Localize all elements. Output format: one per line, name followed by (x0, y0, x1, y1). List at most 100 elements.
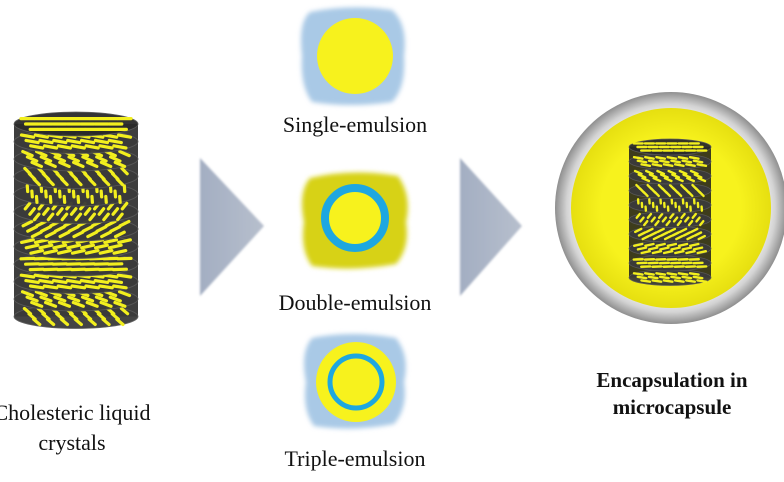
right-stack-lc-molecule (676, 219, 683, 227)
left-stack-lc-molecule (104, 290, 118, 298)
double-emulsion-illustration (302, 172, 408, 269)
left-stack-lc-molecule (85, 300, 99, 308)
left-stack-lc-molecule (70, 284, 87, 290)
left-stack-lc-molecule (106, 201, 115, 211)
left-stack-lc-molecule (84, 249, 100, 255)
left-stack-lc-molecule (32, 177, 41, 187)
left-stack-lc-molecule (46, 177, 55, 187)
left-stack-lc-molecule (42, 207, 50, 216)
left-stack-lc-molecule (33, 238, 49, 244)
left-stack-lc-molecule (104, 219, 117, 228)
left-stack-lc-molecule (101, 177, 111, 187)
left-stack-lc-molecule (30, 300, 44, 308)
right-stack-lc-molecule (648, 173, 658, 179)
left-stack-lc-molecule (44, 160, 57, 169)
left-stack-lc-molecule (40, 225, 52, 233)
right-stack-lc-molecule (663, 176, 673, 183)
right-stack-lc-molecule (662, 279, 674, 283)
left-stack-lc-molecule (108, 295, 122, 303)
right-stack-lc-molecule (674, 250, 685, 255)
right-stack-lc-molecule (674, 176, 684, 183)
right-stack-lc-molecule (646, 212, 653, 220)
right-stack-lc-molecule (636, 159, 648, 164)
left-stack-lc-molecule (119, 306, 130, 316)
left-stack-lc-molecule (52, 243, 68, 250)
single-emulsion-label: Single-emulsion (282, 112, 428, 137)
left-stack-lc-molecule (65, 278, 82, 285)
left-stack-lc-molecule (38, 138, 54, 145)
left-stack-lc-molecule (52, 278, 68, 285)
right-stack-lc-molecule (655, 155, 667, 160)
left-stack-lc-molecule (102, 273, 119, 279)
left-stack-lc-molecule (69, 207, 78, 216)
encapsulation-caption-line2: microcapsule (612, 395, 732, 419)
left-stack-lc-molecule (53, 295, 67, 303)
right-stack-lc-molecule (682, 173, 692, 179)
left-stack-lc-molecule (107, 243, 123, 250)
right-stack-lc-molecule (645, 227, 654, 234)
left-stack-lc-molecule (25, 155, 39, 163)
right-stack-lc-molecule (653, 191, 660, 198)
right-stack-lc-molecule (658, 275, 670, 280)
right-stack-lc-molecule (657, 212, 664, 220)
left-stack-lc-molecule (79, 138, 96, 145)
encapsulation-caption-line1: Encapsulation in (596, 368, 748, 392)
left-stack-lc-molecule (44, 230, 57, 239)
right-stack-lc-molecule (659, 246, 670, 251)
left-stack-lc-molecule (70, 249, 86, 255)
left-stack-lc-molecule (67, 155, 80, 163)
left-stack-lc-molecule (24, 138, 40, 145)
triple-emulsion-label: Triple-emulsion (284, 446, 426, 471)
left-stack-lc-molecule (113, 300, 127, 308)
left-stack-lc-molecule (24, 243, 40, 250)
right-stack-lc-molecule (669, 212, 675, 220)
left-stack-lc-molecule (84, 284, 100, 290)
left-stack-lc-molecule (33, 273, 50, 279)
right-stack-lc-molecule (635, 212, 641, 220)
cholesteric-caption: Cholesteric liquid crystals (0, 398, 162, 458)
right-stack-lc-molecule (699, 219, 705, 227)
right-stack-lc-molecule (654, 219, 660, 227)
right-stack-lc-molecule (641, 176, 651, 183)
right-stack-lc-molecule (682, 231, 692, 237)
left-stack-lc-molecule (24, 278, 40, 285)
left-stack-lc-molecule (72, 160, 85, 169)
right-stack-lc-molecule (681, 275, 693, 280)
left-stack-lc-molecule (39, 155, 53, 163)
left-stack-lc-molecule (38, 278, 54, 285)
right-stack-lc-molecule (639, 216, 645, 223)
left-stack-lc-molecule (85, 160, 99, 169)
right-stack-lc-molecule (633, 169, 643, 176)
right-stack-lc-molecule (678, 169, 688, 176)
right-stack-lc-molecule (695, 216, 701, 223)
left-stack-lc-molecule (99, 300, 113, 308)
encapsulated-cholesteric-stack (628, 138, 712, 286)
right-stack-lc-molecule (647, 275, 659, 280)
right-stack-lc-molecule (693, 173, 703, 179)
right-stack-lc-molecule (640, 163, 652, 168)
right-stack-lc-molecule (655, 272, 667, 276)
right-stack-lc-molecule (663, 234, 673, 241)
left-stack-lc-molecule (19, 133, 36, 139)
left-stack-lc-molecule (20, 290, 35, 298)
left-stack-lc-molecule (73, 317, 83, 327)
right-stack-lc-molecule (666, 155, 678, 160)
right-stack-lc-molecule (688, 272, 700, 276)
right-stack-lc-molecule (688, 155, 700, 160)
right-stack-lc-molecule (685, 250, 696, 255)
right-stack-lc-molecule (632, 272, 644, 276)
left-stack-lc-molecule (42, 284, 59, 290)
right-stack-lc-molecule (677, 242, 689, 247)
left-stack-lc-molecule (93, 278, 110, 285)
left-stack-lc-molecule (95, 225, 108, 233)
right-stack-lc-molecule (675, 234, 684, 241)
right-stack-lc-molecule (696, 163, 708, 168)
right-stack-lc-molecule (633, 242, 644, 247)
left-stack-lc-molecule (34, 290, 48, 298)
left-stack-lc-molecule (120, 166, 129, 176)
right-stack-lc-molecule (655, 242, 666, 247)
left-stack-lc-molecule (120, 201, 129, 211)
left-stack-lc-molecule (43, 249, 59, 255)
left-stack-lc-molecule (116, 212, 124, 222)
